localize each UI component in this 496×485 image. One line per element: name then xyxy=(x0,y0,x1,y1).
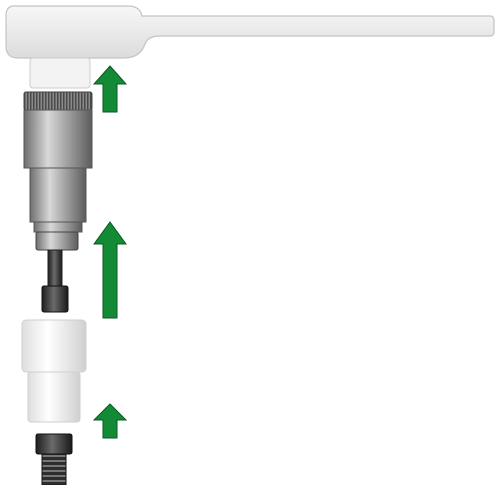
ratchet-handle xyxy=(5,5,495,89)
bolt-hex-head xyxy=(35,433,73,455)
up-arrow-icon xyxy=(92,403,128,439)
socket-upper xyxy=(21,319,87,373)
adapter-hex-end xyxy=(35,231,79,251)
ratchet-square-drive xyxy=(29,57,91,89)
torque-adapter xyxy=(23,91,93,313)
adapter-lower-body xyxy=(29,167,87,223)
socket xyxy=(21,319,87,423)
up-arrow-icon xyxy=(93,221,127,319)
socket-lower xyxy=(27,371,81,423)
adapter-knurled-collar xyxy=(23,91,93,111)
bolt xyxy=(35,433,73,485)
adapter-shaft xyxy=(47,249,63,287)
adapter-bit-tip xyxy=(41,285,69,313)
ratchet-handle-body xyxy=(5,5,495,59)
adapter-upper-body xyxy=(23,109,93,169)
bolt-threaded-shank xyxy=(41,453,67,485)
adapter-neck xyxy=(33,221,83,233)
up-arrow-icon xyxy=(92,65,128,113)
